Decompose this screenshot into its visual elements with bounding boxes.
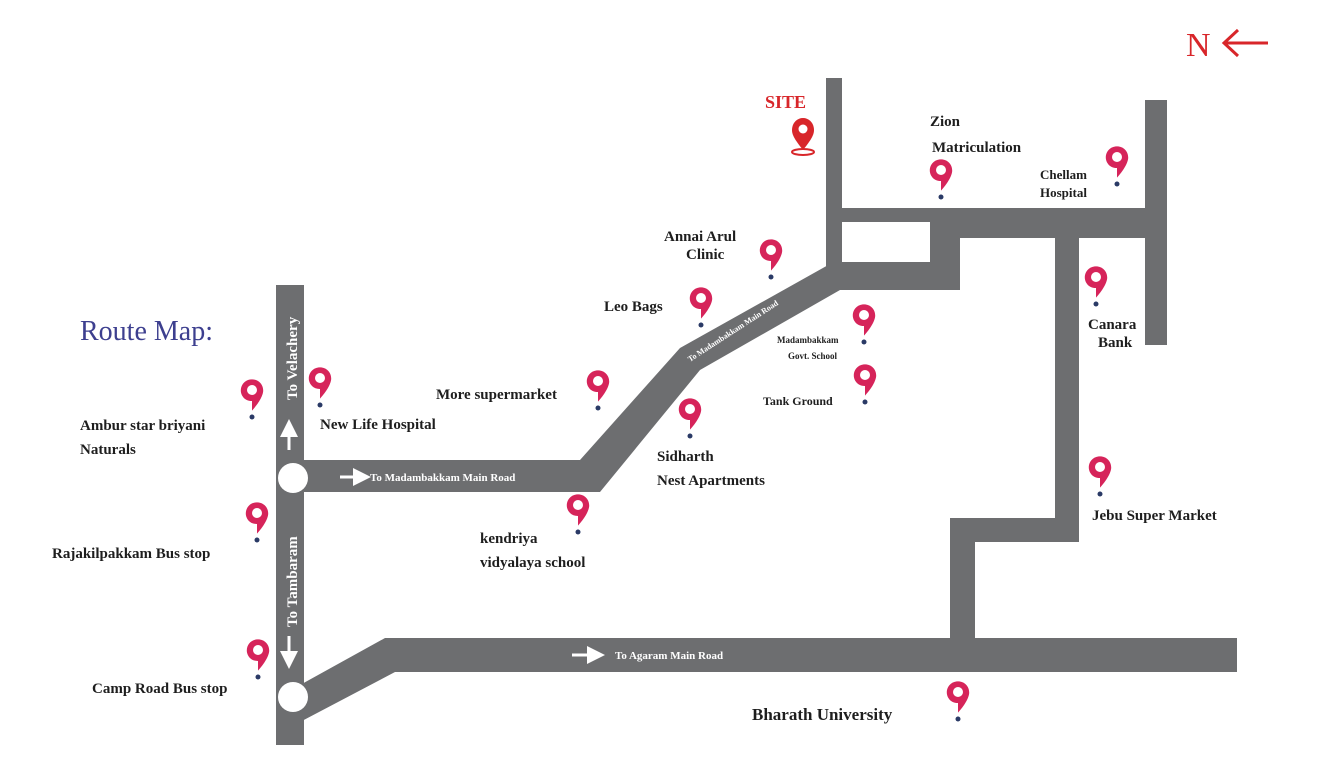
road-madambakkam [300,264,842,492]
pin-camp-icon [246,639,270,680]
road-label-agaram: To Agaram Main Road [615,650,723,662]
label-tank: Tank Ground [763,394,833,408]
label-canara: Bank [1098,335,1133,351]
roundabout [278,682,308,712]
pin-sidharth-icon [678,398,702,439]
label-camp: Camp Road Bus stop [92,681,227,697]
road-lower-link [842,262,960,290]
road-right [1145,100,1167,345]
label-zion: Zion [930,114,961,130]
road-top-b [930,208,1165,238]
pin-chellam-icon [1105,146,1129,187]
site-pin-icon [791,118,815,156]
label-sidharth: Sidharth [657,449,714,465]
pin-govt-icon [852,304,876,345]
pin-canara-icon [1084,266,1108,307]
label-annai: Clinic [686,247,725,263]
pin-bharath-icon [946,681,970,722]
label-rajakilpakkam: Rajakilpakkam Bus stop [52,546,210,562]
road-label-velachery: To Velachery [285,316,301,400]
north-arrow-icon [1221,28,1268,58]
label-sidharth: Nest Apartments [657,473,765,489]
pin-kendriya-icon [566,494,590,535]
label-jebu: Jebu Super Market [1092,508,1217,524]
pin-ambur-icon [240,379,264,420]
road-agaram [300,638,1237,722]
label-chellam: Chellam [1040,167,1087,182]
pin-jebu-icon [1088,456,1112,497]
pin-leo-icon [689,287,713,328]
road-label-tambaram: To Tambaram [285,536,301,627]
label-annai: Annai Arul [664,229,736,245]
pin-zion-icon [929,159,953,200]
label-ambur: Ambur star briyani [80,418,205,434]
label-zion: Matriculation [932,140,1022,156]
roads [276,78,1237,745]
label-chellam: Hospital [1040,185,1087,200]
label-ambur: Naturals [80,442,136,458]
label-canara: Canara [1088,317,1137,333]
pin-rajakilpakkam-icon [245,502,269,543]
label-govt: Madambakkam [777,335,839,345]
north-label: N [1186,27,1211,64]
pin-more-icon [586,370,610,411]
pin-annai-icon [759,239,783,280]
roundabout [278,463,308,493]
map-title: Route Map: [80,316,213,347]
road-site [826,78,842,278]
pin-newlife-icon [308,367,332,408]
label-kendriya: vidyalaya school [480,555,585,571]
road-jebu-down [950,518,975,650]
label-kendriya: kendriya [480,531,538,547]
site-label: SITE [765,92,806,112]
road-canara [1055,230,1079,542]
label-more: More supermarket [436,387,557,403]
label-bharath: Bharath University [752,705,893,724]
label-govt: Govt. School [788,351,838,361]
road-label-madambakkam: To Madambakkam Main Road [370,472,515,484]
pin-tank-icon [853,364,877,405]
label-leo: Leo Bags [604,299,663,315]
label-newlife: New Life Hospital [320,417,436,433]
